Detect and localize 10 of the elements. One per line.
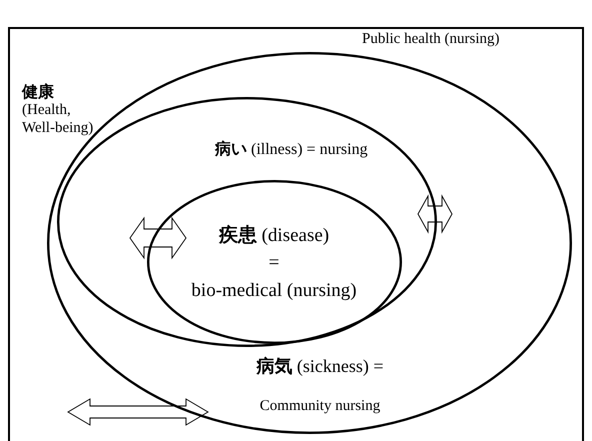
label-text: 疾患 (disease)	[218, 224, 330, 248]
label-text: bio-medical (nursing)	[191, 280, 357, 303]
label-text: Public health (nursing)	[362, 30, 500, 48]
frame-box	[8, 27, 584, 441]
label-text: (Health, Well-being)	[22, 101, 94, 137]
label-text: 病気 (sickness) =	[256, 356, 384, 378]
label-text: 病い (illness) = nursing	[215, 139, 368, 160]
label-text: Community nursing	[260, 397, 380, 415]
heading-text: 健康	[22, 82, 54, 102]
label-text: =	[268, 252, 280, 275]
